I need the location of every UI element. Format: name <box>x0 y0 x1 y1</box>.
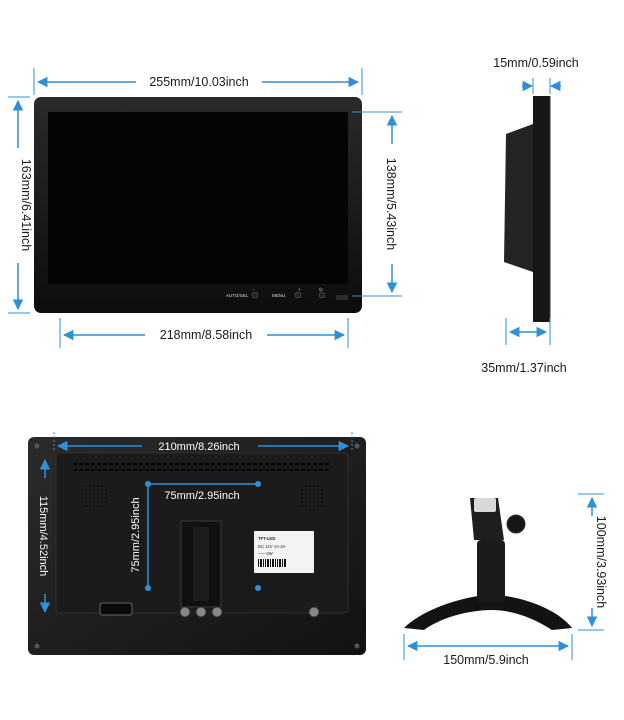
front-button <box>251 291 259 299</box>
sticker-title: TFT-LED <box>258 536 275 541</box>
back-width-label: 210mm/8.26inch <box>158 441 239 453</box>
sticker-line1: DC 12V 1A-2A <box>258 544 286 549</box>
vesa-hole <box>255 481 261 487</box>
back-view: TFT-LED DC 12V 1A-2A ——2W 210mm/8.26i <box>28 432 366 655</box>
front-button-label: AUTO/SEL <box>226 293 249 298</box>
side-base-label: 35mm/1.37inch <box>481 361 567 375</box>
side-monitor-body <box>533 96 550 322</box>
side-monitor-back <box>504 124 533 272</box>
av-port <box>179 606 191 618</box>
power-button <box>318 291 326 299</box>
back-height-label: 115mm/4.52inch <box>37 496 49 577</box>
stand-width-label: 150mm/5.9inch <box>443 653 529 667</box>
stand-height-label: 100mm/3.93inch <box>594 516 608 608</box>
vesa-vertical-label: 75mm/2.95inch <box>130 497 142 572</box>
speaker-grille-right <box>298 483 326 511</box>
speaker-grille-left <box>80 483 108 511</box>
dc-power-port <box>308 606 320 618</box>
front-button <box>294 291 302 299</box>
front-monitor-screen <box>48 112 348 284</box>
side-view: 15mm/0.59inch 35mm/1.37inch <box>481 56 579 375</box>
av-port <box>211 606 223 618</box>
vesa-hole <box>145 585 151 591</box>
side-top-label: 15mm/0.59inch <box>493 56 579 70</box>
stand-base <box>404 596 572 630</box>
screen-height-label: 138mm/5.43inch <box>384 158 398 250</box>
vesa-hole <box>255 585 261 591</box>
sticker-barcode <box>258 559 286 567</box>
screen-width-label: 218mm/8.58inch <box>160 328 252 342</box>
front-button-label: + <box>298 287 301 292</box>
power-icon: ⏻ <box>319 287 323 292</box>
front-view: AUTO/SEL - MENU + ⏻ 255mm/10.03inch 163m… <box>8 68 402 348</box>
stand-view: 100mm/3.93inch 150mm/5.9inch <box>403 493 608 667</box>
vesa-horizontal-label: 75mm/2.95inch <box>164 490 239 502</box>
front-height-label: 163mm/6.41inch <box>19 159 33 251</box>
stand-pole <box>477 540 505 602</box>
front-button-label: - <box>253 287 255 292</box>
vga-port <box>99 602 133 616</box>
ir-sensor <box>336 295 348 300</box>
front-button-row: AUTO/SEL - MENU + ⏻ <box>226 287 348 300</box>
vesa-hole <box>145 481 151 487</box>
stand-knob <box>506 514 526 534</box>
sticker-line2: ——2W <box>258 551 273 556</box>
stand-mount-plate <box>474 498 496 512</box>
vent-grille <box>74 459 330 471</box>
front-button-label: MENU <box>272 293 285 298</box>
av-port <box>195 606 207 618</box>
front-width-label: 255mm/10.03inch <box>149 75 248 89</box>
